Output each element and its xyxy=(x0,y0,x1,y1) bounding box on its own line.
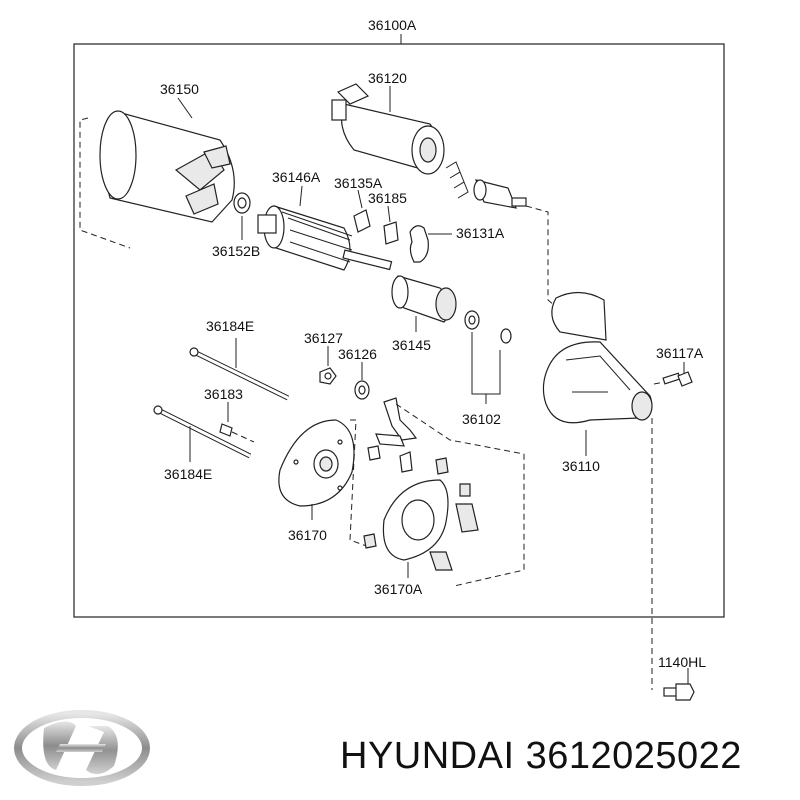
plate-36185-part xyxy=(383,221,399,245)
brand-name: HYUNDAI xyxy=(340,735,515,777)
plate-36135A-part xyxy=(353,209,371,233)
yoke-housing-part xyxy=(99,110,235,223)
label-36170: 36170 xyxy=(288,527,327,543)
pinion-clutch-part xyxy=(391,275,457,323)
hyundai-logo xyxy=(14,710,150,786)
label-36183: 36183 xyxy=(204,386,243,402)
label-36152B: 36152B xyxy=(212,243,260,259)
label-36120: 36120 xyxy=(368,70,407,86)
label-36185: 36185 xyxy=(368,190,407,206)
bolt-36117A-part xyxy=(662,371,693,387)
label-36135A: 36135A xyxy=(334,175,383,191)
label-36184E-bottom: 36184E xyxy=(164,466,212,482)
rear-bracket-part xyxy=(278,419,355,507)
through-bolt-top-part xyxy=(189,347,290,401)
label-36110: 36110 xyxy=(562,458,600,474)
plunger-part xyxy=(473,179,527,209)
terminal-part xyxy=(367,397,418,473)
front-housing-part xyxy=(542,291,653,424)
screw-36183-part xyxy=(219,423,255,443)
label-36127: 36127 xyxy=(304,330,343,346)
bolt-1140HL-part xyxy=(663,683,695,701)
label-36102: 36102 xyxy=(462,411,501,427)
assembly-frame xyxy=(73,43,725,618)
nut-36127-part xyxy=(319,367,337,385)
snap-ring-part xyxy=(500,328,512,344)
label-36150: 36150 xyxy=(160,81,199,97)
part-number: 3612025022 xyxy=(525,735,742,777)
solenoid-part xyxy=(331,83,445,175)
label-1140HL: 1140HL xyxy=(658,654,706,670)
spring-part xyxy=(445,161,469,199)
washer-36126-part xyxy=(354,380,370,400)
through-bolt-bottom-part xyxy=(153,405,252,459)
label-36170A: 36170A xyxy=(374,581,423,597)
label-36131A: 36131A xyxy=(456,225,505,241)
armature-part xyxy=(257,205,393,271)
label-36126: 36126 xyxy=(338,346,377,362)
label-36146A: 36146A xyxy=(272,169,321,185)
label-36117A: 36117A xyxy=(656,345,704,361)
lever-36131A-part xyxy=(409,225,429,263)
brush-holder-part xyxy=(363,457,479,571)
brand-caption: HYUNDAI 3612025022 xyxy=(340,735,742,778)
label-36100A: 36100A xyxy=(368,17,417,33)
label-36184E-top: 36184E xyxy=(206,318,254,334)
label-36145: 36145 xyxy=(392,337,431,353)
